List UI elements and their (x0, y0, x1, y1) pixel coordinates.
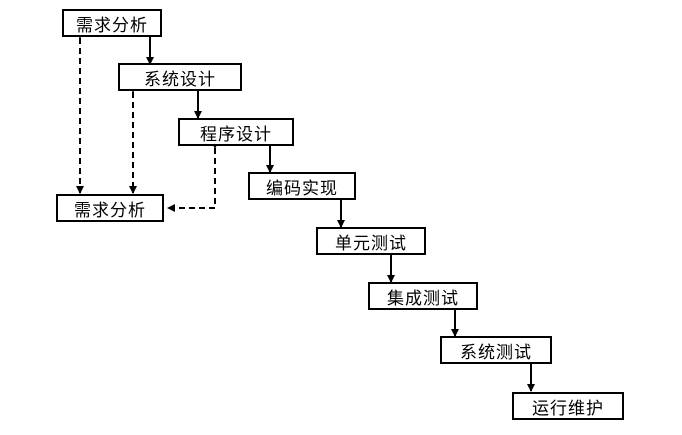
node-req2-label: 需求分析 (74, 200, 146, 221)
node-unittest: 单元测试 (316, 227, 426, 255)
node-maintain: 运行维护 (512, 392, 624, 420)
node-progdesign-label: 程序设计 (200, 124, 272, 145)
node-sysdesign-label: 系统设计 (144, 69, 216, 90)
node-coding-label: 编码实现 (266, 178, 338, 199)
node-unittest-label: 单元测试 (335, 233, 407, 254)
node-progdesign: 程序设计 (178, 118, 294, 146)
node-req2: 需求分析 (56, 194, 164, 222)
node-coding: 编码实现 (248, 172, 356, 200)
node-systest: 系统测试 (440, 336, 552, 364)
node-req1-label: 需求分析 (76, 15, 148, 36)
node-systest-label: 系统测试 (460, 342, 532, 363)
node-maintain-label: 运行维护 (532, 398, 604, 419)
node-integtest-label: 集成测试 (387, 288, 459, 309)
edge-progdesign-req2-dashed (167, 141, 219, 212)
node-req1: 需求分析 (62, 9, 162, 37)
node-integtest: 集成测试 (368, 282, 478, 310)
node-sysdesign: 系统设计 (118, 63, 242, 91)
